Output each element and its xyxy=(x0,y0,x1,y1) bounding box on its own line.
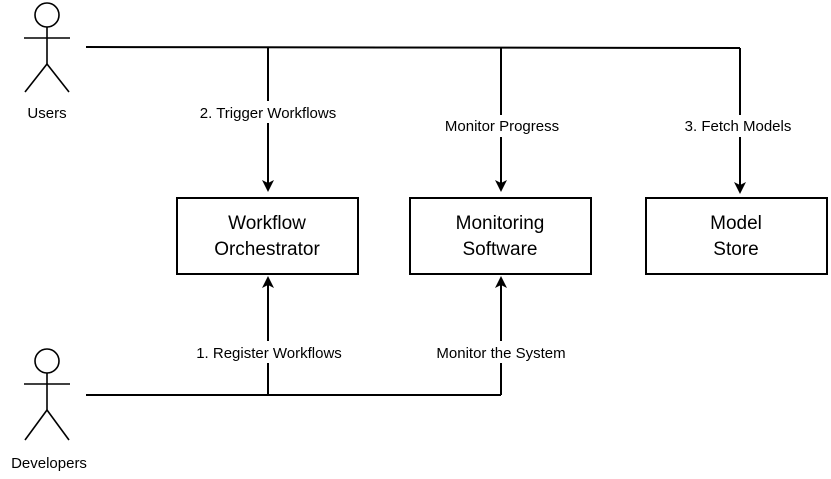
workflow-orchestrator-box[interactable]: Workflow Orchestrator xyxy=(176,197,359,275)
model-store-line1: Model xyxy=(710,213,762,234)
workflow-orchestrator-line1: Workflow xyxy=(228,213,306,234)
edge-label-trigger: 2. Trigger Workflows xyxy=(188,101,348,123)
edge-label-fetch: 3. Fetch Models xyxy=(676,115,802,137)
users-connector-line xyxy=(85,46,741,49)
monitoring-software-box[interactable]: Monitoring Software xyxy=(409,197,592,275)
edge-label-register: 1. Register Workflows xyxy=(184,341,354,363)
developers-actor-icon xyxy=(24,348,70,441)
fetch-label: 3. Fetch Models xyxy=(685,118,792,135)
developers-label: Developers xyxy=(11,455,87,472)
users-label: Users xyxy=(27,105,66,122)
model-store-line2: Store xyxy=(713,239,758,260)
model-store-box[interactable]: Model Store xyxy=(645,197,828,275)
edge-label-monitor-system: Monitor the System xyxy=(424,341,578,363)
register-label: 1. Register Workflows xyxy=(196,345,342,362)
monitoring-software-line1: Monitoring xyxy=(456,213,545,234)
workflow-orchestrator-line2: Orchestrator xyxy=(214,239,320,260)
users-actor[interactable]: Users xyxy=(24,2,70,122)
monitoring-software-line2: Software xyxy=(463,239,538,260)
developers-actor[interactable]: Developers xyxy=(11,348,87,472)
edge-label-monitor-progress: Monitor Progress xyxy=(434,115,568,137)
users-actor-icon xyxy=(24,2,70,93)
monitor-system-label: Monitor the System xyxy=(436,345,565,362)
trigger-label: 2. Trigger Workflows xyxy=(200,105,336,122)
monitor-progress-label: Monitor Progress xyxy=(445,118,559,135)
